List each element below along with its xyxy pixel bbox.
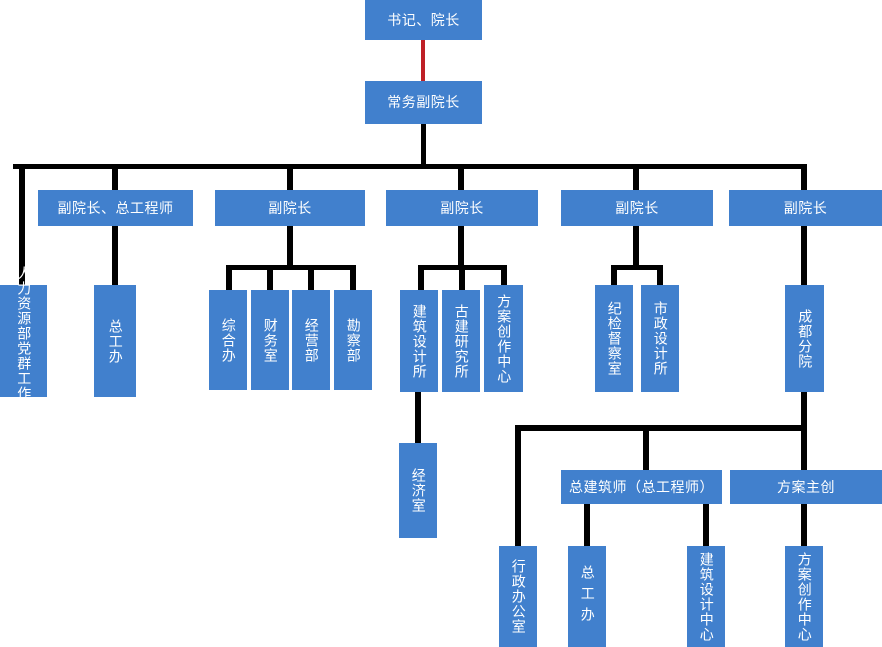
node-label: 副院长 — [783, 199, 828, 216]
connector-chief-architect-to-arch-design-center — [703, 503, 709, 546]
node-label: 总工办 — [579, 565, 596, 628]
node-label: 古建研究所 — [453, 303, 470, 379]
node-chief-architect[interactable]: 总建筑师（总工程师） — [561, 470, 722, 504]
node-label: 书记、院长 — [387, 11, 460, 28]
connector-bus-to-vp-2 — [287, 164, 293, 191]
node-chengdu-branch[interactable]: 成都分院 — [785, 285, 824, 392]
connector-chengdu-branch-drop — [801, 392, 807, 430]
node-vp-3[interactable]: 副院长 — [386, 190, 538, 226]
node-hr-and-party-affairs[interactable]: 人力资源部 党群工作部 — [0, 266, 47, 416]
connector-scheme-lead-to-scheme-center — [801, 503, 807, 546]
node-general-office[interactable]: 综合办 — [209, 290, 247, 390]
node-scheme-creation-center[interactable]: 方案创作中心 — [484, 285, 523, 392]
node-label: 建筑设计所 — [411, 303, 428, 379]
connector-bus-to-hr-party — [19, 164, 25, 290]
node-label: 常务副院长 — [387, 94, 460, 111]
connector-branch-to-chief-architect — [643, 425, 649, 470]
connector-branch-to-scheme-lead — [801, 425, 807, 470]
connector-bus-to-vp-4 — [633, 164, 639, 191]
node-branch-chief-engineer-office[interactable]: 总工办 — [568, 546, 606, 647]
connector-vp2-stem — [287, 225, 293, 270]
node-architectural-design-institute[interactable]: 建筑设计所 — [400, 290, 438, 392]
connector-branch-to-admin-office — [515, 425, 521, 546]
node-label: 总建筑师（总工程师） — [569, 478, 714, 495]
connector-vp3-stem — [458, 225, 464, 270]
bus-vp4-children — [611, 265, 663, 270]
connector-chief-architect-to-branch-ce-office — [584, 503, 590, 546]
node-label: 综合办 — [220, 317, 237, 363]
connector-vp2-to-finance-office — [267, 265, 273, 291]
node-label: 经济室 — [410, 468, 427, 513]
connector-vp5-to-chengdu-branch — [801, 225, 807, 291]
node-label: 财务室 — [262, 317, 279, 363]
connector-vp-chief-engineer-drop — [112, 164, 118, 290]
node-label: 总工办 — [107, 318, 124, 364]
node-label: 经营部 — [303, 317, 320, 363]
node-label: 成都分院 — [797, 308, 814, 369]
node-discipline-inspection-office[interactable]: 纪检督察室 — [595, 285, 633, 392]
node-secretary-president[interactable]: 书记、院长 — [365, 0, 482, 40]
node-label: 副院长、总工程师 — [57, 199, 174, 216]
node-finance-office[interactable]: 财务室 — [251, 290, 289, 390]
connector-president-to-exec-vp — [421, 38, 425, 82]
node-label: 副院长 — [615, 199, 659, 216]
node-vp-2[interactable]: 副院长 — [215, 190, 365, 226]
node-label: 行政办公室 — [510, 559, 527, 634]
connector-vp2-to-survey — [350, 265, 356, 291]
node-label: 纪检督察室 — [606, 301, 623, 376]
node-chief-engineer-office[interactable]: 总工办 — [94, 285, 136, 397]
node-label-col-2: 党群工作部 — [16, 341, 33, 416]
connector-vp4-stem — [633, 225, 639, 270]
connector-arch-institute-to-economics — [415, 392, 421, 444]
node-municipal-design-institute[interactable]: 市政设计所 — [641, 285, 679, 392]
connector-vp2-to-operations — [308, 265, 314, 291]
node-label: 市政设计所 — [652, 301, 669, 376]
connector-vp4-to-discipline-inspection — [611, 265, 617, 291]
bus-vice-presidents — [13, 164, 806, 169]
bus-vp2-children — [226, 265, 356, 270]
node-label: 副院长 — [440, 199, 484, 216]
node-label: 方案主创 — [777, 478, 835, 495]
connector-vp2-to-general-office — [226, 265, 232, 291]
node-admin-office[interactable]: 行政办公室 — [499, 546, 537, 647]
node-label: 建筑设计中心 — [698, 551, 715, 642]
node-label-col-1: 人力资源部 — [16, 266, 33, 341]
node-vp-5[interactable]: 副院长 — [729, 190, 882, 226]
node-operations-department[interactable]: 经营部 — [292, 290, 330, 390]
node-branch-scheme-creation-center[interactable]: 方案创作中心 — [785, 546, 823, 647]
node-branch-architectural-design-center[interactable]: 建筑设计中心 — [687, 546, 725, 647]
node-label: 方案创作中心 — [796, 551, 813, 642]
node-label: 副院长 — [268, 199, 312, 216]
connector-bus-to-vp-3 — [458, 164, 464, 191]
connector-vp3-to-arch-design-institute — [418, 265, 424, 291]
connector-vp3-to-scheme-center — [501, 265, 507, 291]
node-economics-office[interactable]: 经济室 — [399, 443, 437, 538]
node-ancient-architecture-institute[interactable]: 古建研究所 — [442, 290, 480, 392]
node-label: 勘察部 — [345, 317, 362, 363]
bus-chengdu-branch-children — [515, 425, 807, 431]
connector-vp4-to-municipal-institute — [657, 265, 663, 291]
connector-vp3-to-ancient-arch — [459, 265, 465, 291]
connector-bus-to-vp-5 — [801, 164, 807, 191]
node-executive-vice-president[interactable]: 常务副院长 — [365, 81, 482, 124]
node-vp-4[interactable]: 副院长 — [561, 190, 713, 226]
node-vp-chief-engineer[interactable]: 副院长、总工程师 — [38, 190, 193, 226]
node-survey-department[interactable]: 勘察部 — [334, 290, 372, 390]
connector-exec-vp-drop — [421, 123, 426, 168]
node-label: 方案创作中心 — [496, 293, 513, 384]
node-scheme-lead[interactable]: 方案主创 — [730, 470, 882, 504]
